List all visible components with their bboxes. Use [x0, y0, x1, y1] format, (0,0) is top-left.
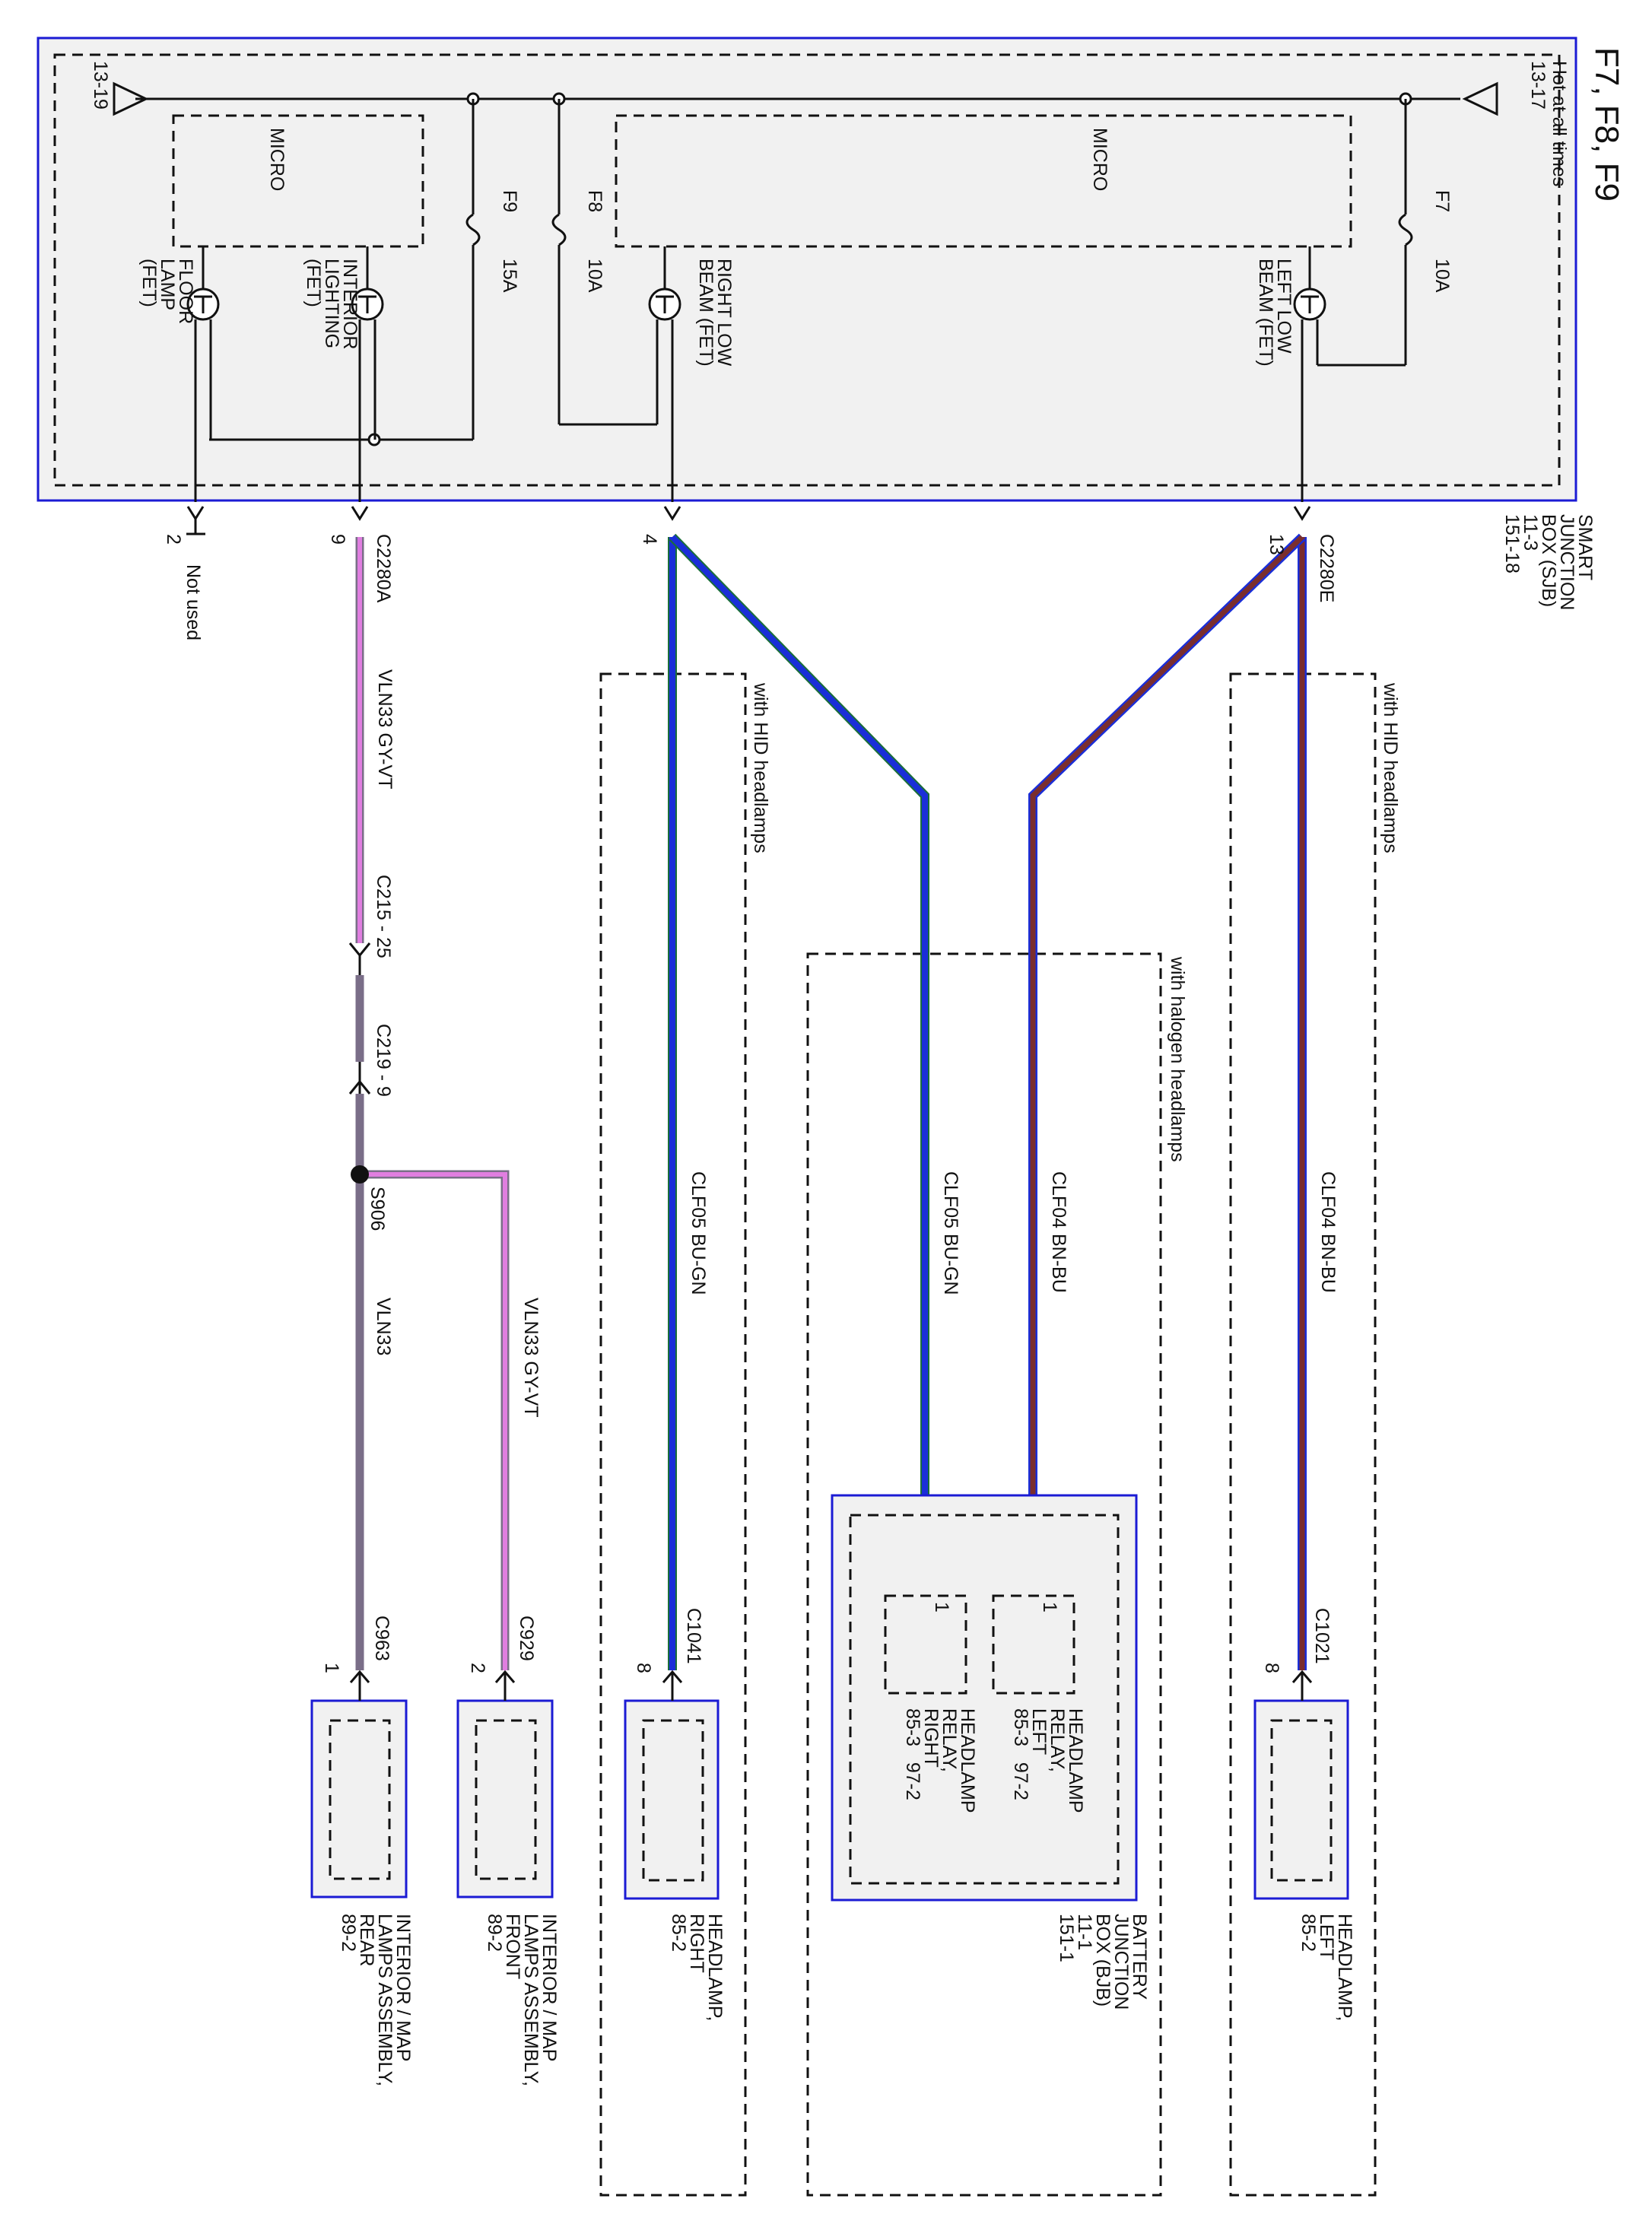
relay-left-label: HEADLAMPRELAY,LEFT85-3 97-2 — [1010, 1708, 1086, 1813]
c2280a-label: C2280A — [373, 534, 394, 603]
hid-label-left: with HID headlamps — [1380, 682, 1401, 853]
map-lamps-front-label: INTERIOR / MAPLAMPS ASSEMBLY,FRONT89-2 — [484, 1914, 560, 2086]
fuse-f9-id: F9 — [499, 190, 520, 212]
headlamp-left-label: HEADLAMP,LEFT85-2 — [1298, 1914, 1355, 2021]
fet-right-low-icon — [648, 246, 681, 502]
fuse-f8-id: F8 — [584, 190, 605, 212]
pin-13-label: 13 — [1266, 534, 1287, 555]
fuse-f8-icon — [551, 213, 567, 246]
fuse-f7-icon — [1398, 213, 1413, 246]
fuse-f9-rating: 15A — [499, 259, 520, 293]
sjb-name-label: SMARTJUNCTIONBOX (SJB)11-3151-18 — [1501, 514, 1596, 610]
c215-label: C215 - 25 — [373, 875, 394, 958]
micro-label-right: MICRO — [1089, 128, 1110, 191]
map-lamps-rear-label: INTERIOR / MAPLAMPS ASSEMBLY,REAR89-2 — [338, 1914, 414, 2086]
fet-interior-icon — [351, 246, 384, 502]
diagram-title: F7, F8, F9 — [1588, 47, 1625, 202]
clf05-label-right: CLF05 BU-GN — [688, 1171, 709, 1295]
fuse-f7-id: F7 — [1431, 190, 1453, 212]
c1041-label: C1041 — [683, 1608, 704, 1664]
clf04-label-relay: CLF04 BN-BU — [1048, 1171, 1069, 1293]
c963-pin-label: 1 — [321, 1663, 342, 1673]
micro-box-right — [615, 114, 1352, 248]
relay-right-pin: 1 — [931, 1602, 952, 1613]
c2280e-label: C2280E — [1316, 534, 1337, 602]
pin-9-label: 9 — [327, 534, 348, 545]
c929-label: C929 — [516, 1616, 537, 1661]
clf05-label-relay: CLF05 BU-GN — [940, 1171, 961, 1295]
fet-right-low-label: RIGHT LOWBEAM (FET) — [695, 259, 735, 367]
sjb-hot-ref: 13-17 — [1527, 61, 1549, 110]
micro-label-left: MICRO — [266, 128, 288, 191]
c1021-pin-label: 8 — [1261, 1663, 1282, 1673]
micro-box-left — [172, 114, 424, 248]
relay-right-box — [884, 1594, 967, 1695]
s906-label: S906 — [367, 1187, 388, 1231]
not-used-label: Not used — [183, 564, 204, 640]
c1041-pin-label: 8 — [633, 1663, 654, 1673]
fuse-f8-rating: 10A — [584, 259, 605, 293]
sjb-box — [37, 37, 1577, 502]
relay-left-pin: 1 — [1039, 1602, 1060, 1613]
sjb-ground-ref: 13-19 — [90, 61, 111, 110]
c929-pin-label: 2 — [467, 1663, 488, 1673]
headlamp-right-label: HEADLAMP,RIGHT85-2 — [668, 1914, 726, 2021]
hid-label-right: with HID headlamps — [750, 682, 771, 853]
bjb-label: BATTERYJUNCTIONBOX (BJB)11-1151-1 — [1056, 1914, 1150, 2010]
halogen-label: with halogen headlamps — [1167, 956, 1188, 1162]
sjb-hot-label: Hot at all times — [1549, 61, 1570, 186]
fet-left-low-label: LEFT LOWBEAM (FET) — [1255, 259, 1295, 367]
vln33-gyvt-label-top: VLN33 GY-VT — [374, 669, 396, 789]
pin-4-label: 4 — [639, 534, 660, 545]
wire-vln33 — [355, 537, 510, 1670]
fet-interior-label: INTERIORLIGHTING(FET) — [303, 259, 361, 349]
map-lamps-front-box — [456, 1699, 554, 1898]
vln33-gyvt-label-front: VLN33 GY-VT — [520, 1298, 542, 1417]
bjb-box — [831, 1494, 1138, 1902]
headlamp-right-box — [624, 1699, 720, 1900]
fuse-f7-rating: 10A — [1431, 259, 1453, 293]
wire-clf05 — [668, 533, 929, 1670]
c219-label: C219 - 9 — [373, 1024, 394, 1097]
power-supply-icon — [1462, 81, 1498, 116]
relay-left-box — [992, 1594, 1075, 1695]
vln33-label-rear: VLN33 — [373, 1298, 394, 1355]
c963-label: C963 — [371, 1616, 392, 1661]
map-lamps-rear-box — [310, 1699, 408, 1898]
fet-left-low-icon — [1293, 246, 1326, 502]
ground-symbol-icon — [113, 81, 149, 116]
fet-floor-label: FLOORLAMP(FET) — [138, 259, 196, 324]
wire-clf04 — [1028, 533, 1307, 1670]
clf04-label-left: CLF04 BN-BU — [1317, 1171, 1339, 1293]
c1021-label: C1021 — [1311, 1608, 1333, 1664]
headlamp-left-box — [1253, 1699, 1349, 1900]
halogen-region — [806, 952, 1162, 2197]
splice-s906-icon — [351, 1165, 369, 1184]
fet-floor-icon — [186, 246, 220, 502]
relay-right-label: HEADLAMPRELAY,RIGHT85-3 97-2 — [902, 1708, 978, 1813]
pin-2-label: 2 — [163, 534, 184, 545]
fuse-f9-icon — [465, 213, 481, 246]
